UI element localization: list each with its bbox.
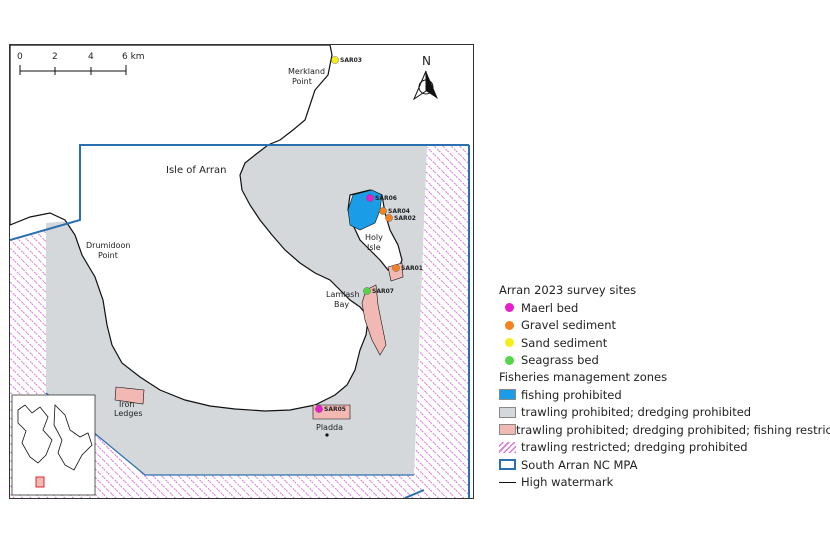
legend-item-zone: trawling prohibited; dredging prohibited… <box>499 421 830 439</box>
legend-item-survey: Sand sediment <box>499 334 829 352</box>
legend-item-zone: High watermark <box>499 474 829 492</box>
site-marker-sar04 <box>379 207 387 215</box>
legend-item-label: High watermark <box>521 475 614 490</box>
site-label-sar02: SAR02 <box>394 215 416 222</box>
holy-isle-label-2: Isle <box>367 243 381 252</box>
north-arrow-icon: N <box>412 54 438 101</box>
legend-item-zone: trawling restricted; dredging prohibited <box>499 439 829 457</box>
legend-item-label: trawling prohibited; dredging prohibited… <box>516 422 830 437</box>
legend-item-zone: fishing prohibited <box>499 386 829 404</box>
legend-item-zone: South Arran NC MPA <box>499 456 829 474</box>
drumidoon-point-label: Drumidoon <box>86 241 130 250</box>
site-marker-sar05 <box>315 405 323 413</box>
inset-map <box>11 394 96 496</box>
survey-legend-title: Arran 2023 survey sites <box>499 283 637 297</box>
legend-swatch-icon <box>499 481 516 483</box>
legend-dot-icon <box>505 338 514 348</box>
legend-item-label: Sand sediment <box>521 335 608 350</box>
site-marker-sar02 <box>385 214 393 222</box>
legend-item-zone: trawling prohibited; dredging prohibited <box>499 404 829 422</box>
lamlash-bay-label: Lamlash <box>326 290 360 299</box>
lamlash-bay-label-2: Bay <box>334 300 349 309</box>
site-label-sar04: SAR04 <box>388 208 410 215</box>
legend-item-survey: Maerl bed <box>499 299 829 317</box>
isle-of-arran-label: Isle of Arran <box>166 165 226 176</box>
zones-legend-title: Fisheries management zones <box>499 370 668 384</box>
zone-fishing-restricted-iron-ledges <box>114 386 145 405</box>
legend-item-label: Gravel sediment <box>521 318 617 333</box>
legend-swatch-icon <box>499 459 516 471</box>
merkland-point-label-2: Point <box>292 77 312 86</box>
legend-item-label: trawling restricted; dredging prohibited <box>521 440 748 455</box>
site-label-sar05: SAR05 <box>324 406 346 413</box>
legend-item-label: Maerl bed <box>521 300 579 315</box>
site-marker-sar07 <box>363 287 371 295</box>
legend-item-survey: Seagrass bed <box>499 352 829 370</box>
legend-swatch-icon <box>499 441 516 453</box>
scale-tick-0: 0 <box>17 52 23 62</box>
site-label-sar07: SAR07 <box>372 288 394 295</box>
iron-ledges-label: Iron <box>119 400 134 409</box>
pladda-label: Pladda <box>316 423 343 432</box>
site-marker-sar01 <box>392 264 400 272</box>
merkland-point-label: Merkland <box>288 67 325 76</box>
scale-tick-6: 6 km <box>122 52 145 62</box>
north-label: N <box>422 54 431 68</box>
zone-fishing-prohibited <box>347 189 383 231</box>
scale-bar: 0 2 4 6 km <box>17 52 145 75</box>
legend-item-label: South Arran NC MPA <box>521 457 638 472</box>
map-canvas: 0 2 4 6 km N Merkland Point Isle of Arra… <box>10 45 470 498</box>
drumidoon-point-label-2: Point <box>98 251 118 260</box>
legend-dot-icon <box>505 320 514 330</box>
map-frame: 0 2 4 6 km N Merkland Point Isle of Arra… <box>9 44 474 499</box>
zone-fishing-restricted-lamlash <box>361 284 387 356</box>
site-marker-sar06 <box>366 194 374 202</box>
site-label-sar06: SAR06 <box>375 195 397 202</box>
legend-item-label: fishing prohibited <box>521 387 622 402</box>
legend-swatch-icon <box>499 406 516 418</box>
site-marker-sar03 <box>331 56 339 64</box>
mpa-boundary <box>10 144 470 498</box>
legend-item-label: trawling prohibited; dredging prohibited <box>521 405 752 420</box>
legend-item-survey: Gravel sediment <box>499 317 829 335</box>
iron-ledges-label-2: Ledges <box>114 409 142 418</box>
scale-tick-2: 2 <box>52 52 58 62</box>
legend-swatch-icon <box>499 389 516 401</box>
holy-isle-label: Holy <box>365 233 383 242</box>
legend-item-label: Seagrass bed <box>521 353 599 368</box>
scale-tick-4: 4 <box>88 52 94 62</box>
inset-highlight <box>35 476 45 488</box>
legend-dot-icon <box>505 303 514 313</box>
legend-swatch-icon <box>499 424 516 436</box>
site-label-sar03: SAR03 <box>340 57 362 64</box>
legend-dot-icon <box>505 355 514 365</box>
pladda-islet <box>325 433 329 437</box>
site-label-sar01: SAR01 <box>401 265 423 272</box>
